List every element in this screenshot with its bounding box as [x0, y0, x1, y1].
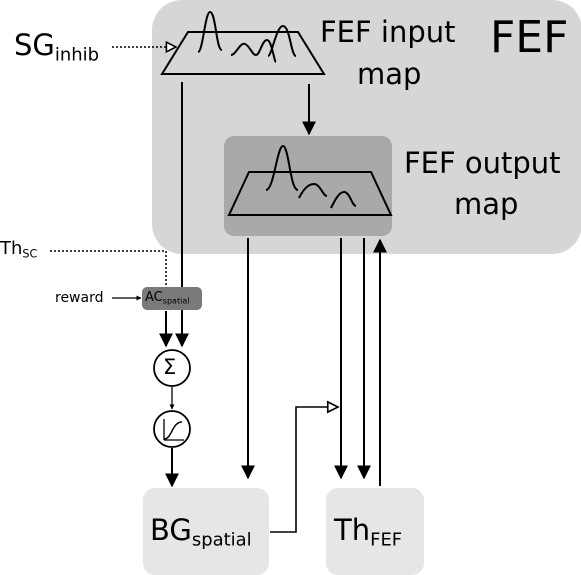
sigmoid-node	[153, 410, 191, 448]
th-fef-label: ThFEF	[334, 513, 403, 551]
th-fef-box	[326, 488, 424, 575]
fef-input-map	[160, 10, 326, 75]
sg-inhib-label: SGinhib	[14, 28, 100, 66]
ac-spatial-box	[142, 287, 202, 310]
fef-input-map-label-1: FEF input	[320, 15, 456, 49]
sum-symbol: Σ	[163, 355, 177, 379]
sum-node	[153, 349, 191, 387]
reward-label: reward	[55, 290, 104, 306]
fef-input-map-label-2: map	[357, 57, 422, 91]
th-sc-line	[50, 250, 167, 285]
bg-to-th-fef-arrow	[270, 407, 338, 533]
th-sc-label: ThSC	[0, 238, 38, 261]
bg-spatial-box	[143, 488, 269, 575]
fef-output-map	[227, 144, 393, 216]
fef-title: FEF	[490, 12, 569, 63]
bg-spatial-label: BGspatial	[150, 513, 252, 551]
fef-output-map-label-1: FEF output	[404, 146, 561, 180]
fef-output-map-label-2: map	[454, 187, 519, 221]
ac-spatial-label: ACspatial	[145, 290, 190, 306]
